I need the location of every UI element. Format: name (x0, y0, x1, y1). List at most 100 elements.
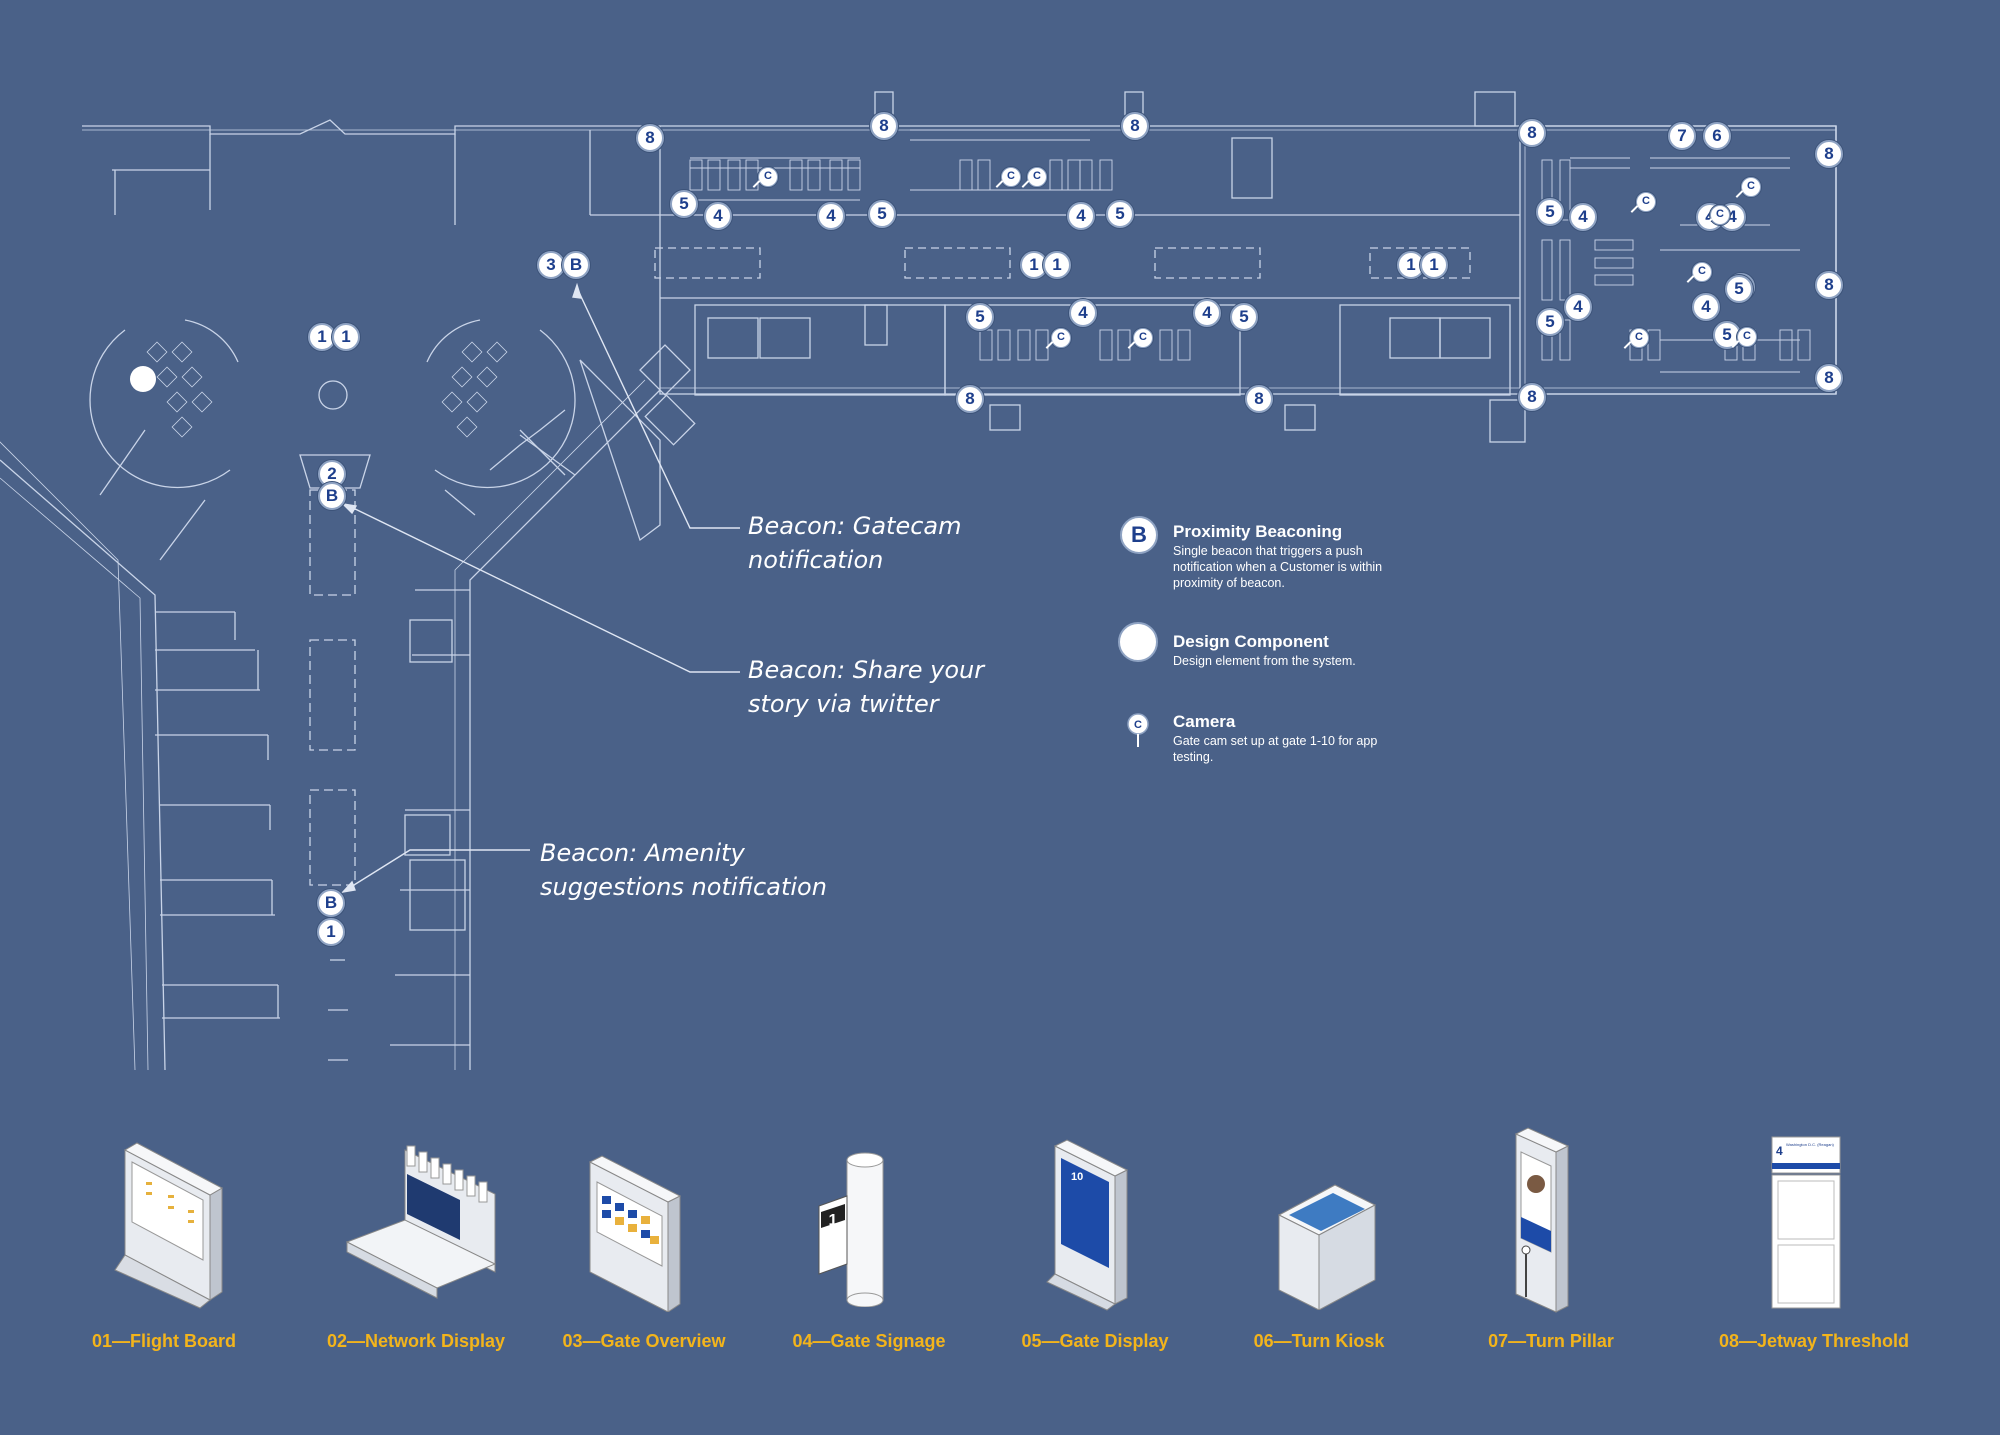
component-marker-5: 5 (670, 190, 698, 218)
amenity-arrowhead (341, 880, 356, 894)
plan-wall (82, 119, 660, 135)
component-marker-1: 1 (308, 323, 336, 351)
component-marker-1: 1 (332, 323, 360, 351)
svg-text:10: 10 (1071, 1171, 1083, 1183)
component-marker-8: 8 (870, 112, 898, 140)
component-marker-4: 4 (1067, 202, 1095, 230)
design-component-dot (130, 366, 156, 392)
design-component-legend-icon (1118, 622, 1158, 662)
gatecam-arrowhead (572, 282, 582, 299)
left-concourse (0, 459, 166, 1071)
component-marker-5: 5 (966, 303, 994, 331)
component-marker-3: 3 (537, 251, 565, 279)
component-label-6: 06—Turn Kiosk (1253, 1331, 1385, 1351)
gate-overview-icon (588, 1155, 682, 1312)
component-marker-5: 5 (868, 200, 896, 228)
callout-gatecam-line2: notification (748, 546, 884, 574)
turn-kiosk-icon (1277, 1184, 1377, 1310)
component-marker-5: 5 (1725, 275, 1753, 303)
beacon-marker: B (562, 251, 590, 279)
central-pier (299, 454, 371, 489)
twitter-arrowhead (340, 502, 358, 515)
camera-marker: C (1051, 328, 1071, 348)
camera-marker: C (758, 167, 778, 187)
component-marker-8: 8 (1121, 112, 1149, 140)
callout-gatecam: Beacon: Gatecam notification (748, 509, 1008, 577)
beacon-legend-desc: Single beacon that triggers a push notif… (1173, 544, 1383, 590)
component-marker-4: 4 (1692, 293, 1720, 321)
component-label-8: 08—Jetway Threshold (1718, 1331, 1910, 1351)
right-concourse (469, 389, 661, 1070)
component-marker-8: 8 (1518, 383, 1546, 411)
camera-marker: C (1710, 205, 1730, 225)
gate-signage-icon: 1 (818, 1152, 884, 1307)
camera-marker: C (1737, 327, 1757, 347)
camera-marker: C (1027, 167, 1047, 187)
network-display-icon (345, 1145, 497, 1299)
callout-twitter-line1: Beacon: Share your (748, 656, 985, 684)
component-marker-8: 8 (1815, 271, 1843, 299)
beacon-legend-title: Proximity Beaconing (1173, 522, 1343, 541)
design-component-legend-desc: Design element from the system. (1173, 654, 1356, 668)
camera-marker: C (1692, 262, 1712, 282)
component-marker-4: 4 (1569, 203, 1597, 231)
svg-text:4: 4 (1776, 1144, 1783, 1158)
component-marker-8: 8 (636, 124, 664, 152)
svg-text:1: 1 (829, 1212, 838, 1229)
component-marker-4: 4 (704, 202, 732, 230)
twitter-leader (346, 504, 740, 673)
design-component-legend-title: Design Component (1173, 632, 1329, 651)
callout-amenity-line1: Beacon: Amenity (540, 839, 745, 867)
component-marker-8: 8 (1815, 140, 1843, 168)
camera-legend-desc: Gate cam set up at gate 1-10 for app tes… (1173, 734, 1378, 764)
component-marker-1: 1 (1420, 251, 1448, 279)
lounge-left (89, 329, 231, 489)
camera-marker: C (1741, 177, 1761, 197)
camera-legend-title: Camera (1173, 712, 1236, 731)
gatecam-leader (576, 287, 740, 529)
component-marker-4: 4 (817, 202, 845, 230)
camera-marker: C (1629, 328, 1649, 348)
component-marker-4: 4 (1069, 299, 1097, 327)
callout-amenity-line2: suggestions notification (540, 873, 827, 901)
component-label-4: 04—Gate Signage (792, 1331, 946, 1351)
component-label-7: 07—Turn Pillar (1488, 1331, 1614, 1351)
component-label-1: 01—Flight Board (91, 1331, 237, 1351)
camera-marker: C (1636, 192, 1656, 212)
component-marker-8: 8 (1815, 364, 1843, 392)
component-marker-8: 8 (956, 385, 984, 413)
svg-text:C: C (1134, 719, 1142, 731)
gate-display-icon: 10 (1046, 1139, 1129, 1311)
jetway-threshold-icon: 4 Washington D.C. (Reagan) (1771, 1136, 1841, 1309)
component-marker-7: 7 (1668, 122, 1696, 150)
callout-twitter-line2: story via twitter (748, 690, 939, 718)
lounge-right (434, 329, 576, 489)
beacon-marker: B (317, 889, 345, 917)
component-marker-5: 5 (1106, 200, 1134, 228)
component-marker-4: 4 (1193, 299, 1221, 327)
callout-amenity: Beacon: Amenity suggestions notification (540, 836, 880, 904)
beacon-marker: B (318, 482, 346, 510)
camera-marker: C (1133, 328, 1153, 348)
component-marker-8: 8 (1518, 119, 1546, 147)
component-marker-5: 5 (1536, 198, 1564, 226)
component-marker-8: 8 (1245, 385, 1273, 413)
component-marker-4: 4 (1564, 293, 1592, 321)
component-marker-6: 6 (1703, 122, 1731, 150)
turn-pillar-icon (1514, 1127, 1570, 1313)
callout-gatecam-line1: Beacon: Gatecam (748, 512, 962, 540)
component-marker-5: 5 (1536, 308, 1564, 336)
beacon-legend-icon: B (1120, 516, 1158, 554)
component-label-5: 05—Gate Display (1021, 1331, 1169, 1351)
component-marker-1: 1 (1043, 251, 1071, 279)
component-marker-5: 5 (1230, 303, 1258, 331)
component-label-2: 02—Network Display (326, 1331, 506, 1351)
amenity-leader (345, 849, 530, 891)
camera-marker: C (1001, 167, 1021, 187)
component-marker-2: 2 (318, 460, 346, 488)
flight-board-icon (114, 1142, 224, 1309)
svg-text:Washington D.C. (Reagan): Washington D.C. (Reagan) (1786, 1142, 1835, 1147)
